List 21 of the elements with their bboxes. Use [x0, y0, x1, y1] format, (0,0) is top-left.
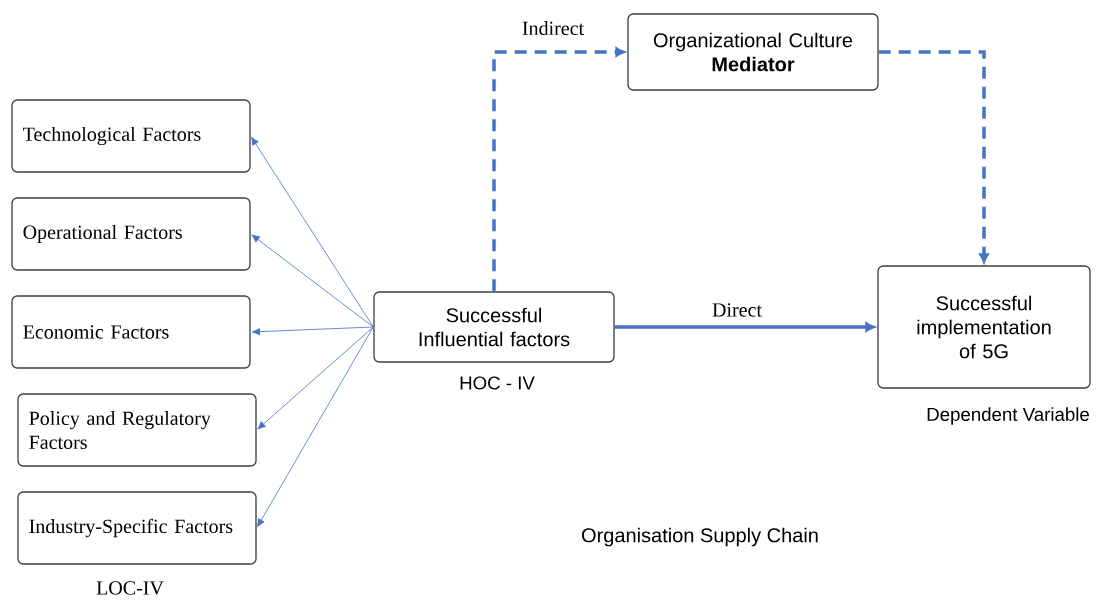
factor-box: Policy and Regulatory Factors [17, 393, 257, 467]
arrow [251, 136, 374, 328]
arrow [251, 234, 374, 328]
factor-box: Operational Factors [11, 197, 251, 271]
edge-label: Direct [710, 301, 764, 319]
arrow [251, 326, 374, 336]
factor-box: Economic Factors [11, 295, 251, 369]
factor-box: Industry-Specific Factors [17, 491, 257, 565]
arrow [614, 322, 875, 332]
arrow [257, 326, 374, 430]
node-caption: Dependent Variable [927, 407, 1089, 425]
factor-box: Successful implementation of 5G [877, 265, 1091, 389]
arrow [878, 50, 989, 263]
arrow [492, 47, 625, 292]
caption-text: Organisation Supply Chain [582, 527, 818, 547]
factor-box: Successful Influential factors [373, 291, 615, 363]
factor-box: Organizational Culture Mediator [627, 13, 879, 91]
node-caption: HOC - IV [460, 376, 535, 390]
arrow [257, 326, 374, 528]
factor-box: Technological Factors [11, 99, 251, 173]
edge-label: Indirect [520, 19, 586, 37]
